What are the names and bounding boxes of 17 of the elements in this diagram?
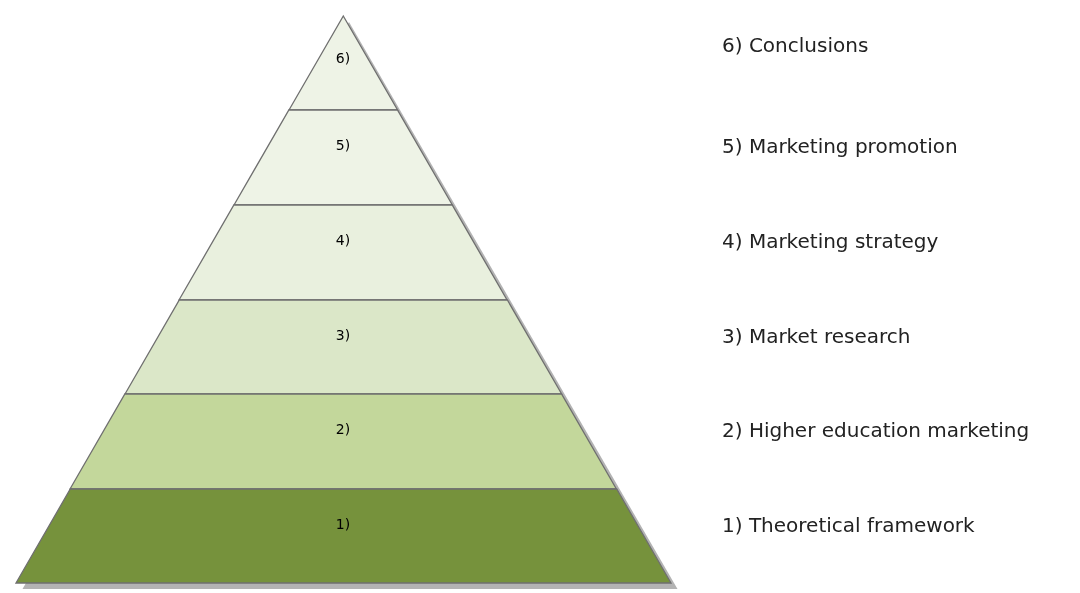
tier-caption: 6) Conclusions <box>722 33 869 57</box>
tier-caption: 1) Theoretical framework <box>722 513 975 537</box>
tier-number: 1) <box>335 515 351 532</box>
tier-caption: 3) Market research <box>722 324 911 348</box>
pyramid-tier <box>178 205 507 300</box>
pyramid-tier <box>233 110 453 205</box>
pyramid-tier <box>15 489 671 583</box>
tier-number: 4) <box>335 232 351 249</box>
tier-number: 6) <box>335 50 351 67</box>
tier-number: 2) <box>335 421 351 438</box>
tier-number: 3) <box>335 326 351 343</box>
tier-caption: 4) Marketing strategy <box>722 229 939 253</box>
pyramid-tier <box>124 300 562 394</box>
tier-caption: 2) Higher education marketing <box>722 418 1030 442</box>
tier-number: 5) <box>335 137 351 154</box>
pyramid-tier <box>69 394 617 489</box>
tier-caption: 5) Marketing promotion <box>722 134 958 158</box>
